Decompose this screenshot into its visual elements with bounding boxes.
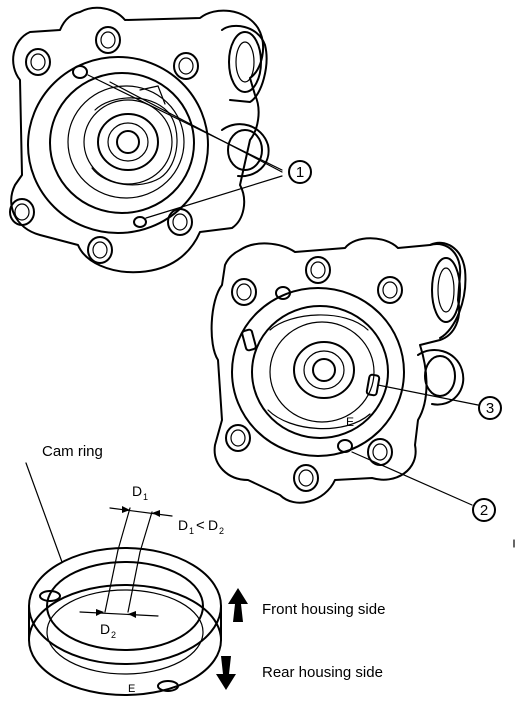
callout-1-label: 1 [296,164,304,181]
arrow-up-icon [228,588,248,622]
svg-text:2: 2 [111,630,116,640]
callout-1: 1 [288,160,312,184]
housing-e-mark: E [346,415,354,429]
rear-housing-view: E [210,237,479,506]
callout-3-label: 3 [486,400,494,417]
svg-text:D: D [208,517,218,533]
cam-ring-e-mark: E [128,683,135,695]
d2-label: D 2 [100,621,116,640]
svg-text:<: < [196,517,205,534]
svg-text:D: D [178,517,188,533]
front-housing-view [9,6,283,274]
svg-text:D: D [100,621,110,637]
svg-text:1: 1 [143,492,148,502]
svg-text:2: 2 [219,526,224,536]
arrow-down-icon [216,656,236,690]
d1-label: D 1 [132,483,148,502]
callout-2-label: 2 [480,502,488,519]
callout-3: 3 [478,396,502,420]
cam-ring-illustration: E [25,462,222,696]
svg-text:D: D [132,483,142,499]
callout-2: 2 [472,498,496,522]
dimension-relation: D 1 < D 2 [178,517,224,536]
front-housing-side-label: Front housing side [262,601,385,618]
rear-housing-side-label: Rear housing side [262,664,383,681]
svg-text:1: 1 [189,526,194,536]
cam-ring-label: Cam ring [42,443,103,460]
